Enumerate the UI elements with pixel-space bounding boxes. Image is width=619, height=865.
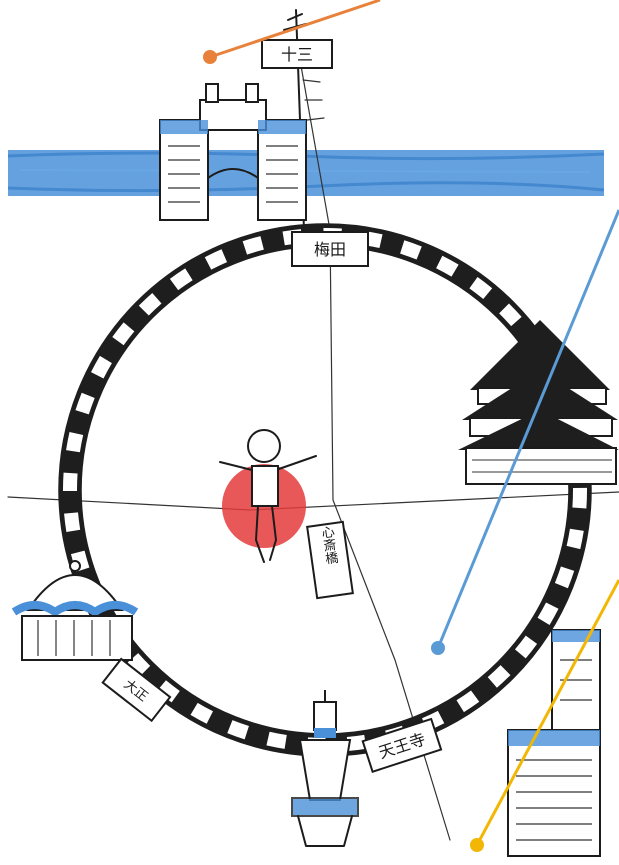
horizontal-rail-line [8, 492, 619, 510]
station-sign-umeda[interactable]: 梅田 [292, 232, 368, 266]
station-label-juso: 十三 [281, 45, 313, 64]
tower-icon [292, 690, 358, 846]
dome-building-icon [14, 561, 136, 660]
running-person-icon [220, 430, 316, 562]
station-sign-juso[interactable]: 十三 [262, 40, 332, 68]
station-label-umeda: 梅田 [314, 240, 346, 259]
